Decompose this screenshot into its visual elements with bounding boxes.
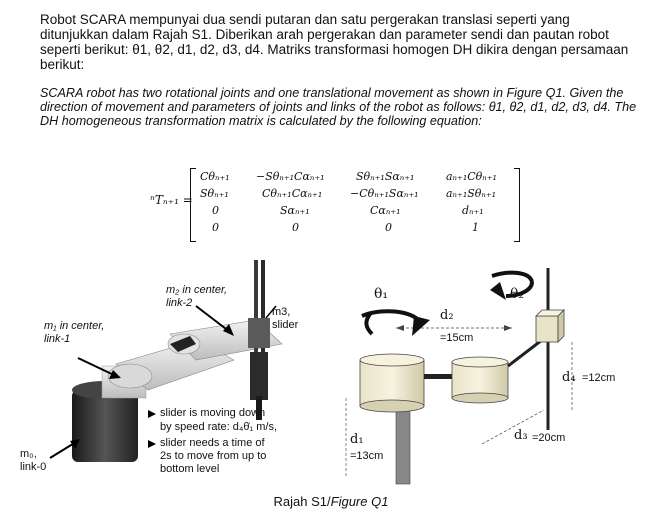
theta2-label: θ₂ bbox=[510, 286, 525, 302]
matrix-cell: aₙ₊₁Cθₙ₊₁ bbox=[446, 170, 497, 183]
matrix-cell: Cαₙ₊₁ bbox=[370, 204, 401, 217]
m3-label: m3, bbox=[272, 306, 291, 318]
figure-q1: m₂ in center, link-2 m3, slider m₁ in ce… bbox=[20, 248, 640, 488]
bullet-bottom-level: bottom level bbox=[160, 463, 220, 475]
dh-matrix-equation: ⁿTₙ₊₁ = Cθₙ₊₁ −Sθₙ₊₁Cαₙ₊₁ Sθₙ₊₁Sαₙ₊₁ aₙ₊… bbox=[150, 160, 530, 246]
link2-label: link-2 bbox=[166, 297, 193, 309]
bullet-speed-rate: by speed rate: d₄θ̇₁ m/s, bbox=[160, 421, 278, 433]
scara-robot-photo bbox=[49, 260, 573, 485]
matrix-left-bracket bbox=[190, 168, 196, 242]
theta1-label: θ₁ bbox=[374, 286, 389, 302]
d1-label: d₁ bbox=[350, 432, 364, 447]
matrix-cell: −Sθₙ₊₁Cαₙ₊₁ bbox=[256, 170, 325, 183]
bullet-move-range: 2s to move from up to bbox=[160, 450, 267, 462]
equation-lhs: ⁿTₙ₊₁ = bbox=[150, 193, 193, 207]
m0-label: m₀, bbox=[20, 448, 37, 460]
d2-label: d₂ bbox=[440, 308, 454, 323]
matrix-cell: aₙ₊₁Sθₙ₊₁ bbox=[446, 187, 497, 200]
matrix-cell: −Cθₙ₊₁Sαₙ₊₁ bbox=[350, 187, 419, 200]
matrix-cell: 0 bbox=[212, 221, 219, 234]
d4-value: =12cm bbox=[582, 372, 616, 384]
matrix-cell: Sθₙ₊₁Sαₙ₊₁ bbox=[356, 170, 415, 183]
matrix-cell: 1 bbox=[472, 221, 479, 234]
bullet-slider-time: slider needs a time of bbox=[160, 437, 265, 449]
caption-malay: Rajah S1/ bbox=[273, 494, 331, 509]
caption-english: Figure Q1 bbox=[330, 494, 389, 509]
d1-value: =13cm bbox=[350, 450, 384, 462]
m1-label: m₁ in center, bbox=[44, 320, 105, 332]
matrix-cell: Cθₙ₊₁ bbox=[200, 170, 230, 183]
d4-label: d₄ bbox=[562, 370, 576, 385]
bullet-slider-moving: slider is moving down bbox=[160, 407, 266, 419]
matrix-right-bracket bbox=[514, 168, 520, 242]
matrix-cell: dₙ₊₁ bbox=[462, 204, 484, 217]
link1-label: link-1 bbox=[44, 333, 71, 345]
figure-caption: Rajah S1/Figure Q1 bbox=[0, 494, 662, 509]
question-text-english: SCARA robot has two rotational joints an… bbox=[40, 86, 637, 128]
matrix-cell: Cθₙ₊₁Cαₙ₊₁ bbox=[262, 187, 323, 200]
d3-value: =20cm bbox=[532, 432, 566, 444]
m2-label: m₂ in center, bbox=[166, 284, 228, 296]
matrix-cell: 0 bbox=[212, 204, 219, 217]
matrix-cell: Sαₙ₊₁ bbox=[280, 204, 310, 217]
d2-value: =15cm bbox=[440, 332, 474, 344]
matrix-cell: Sθₙ₊₁ bbox=[200, 187, 229, 200]
slider-label: slider bbox=[272, 319, 299, 331]
link0-label: link-0 bbox=[20, 461, 47, 473]
question-text-malay: Robot SCARA mempunyai dua sendi putaran … bbox=[40, 12, 629, 72]
matrix-cell: 0 bbox=[292, 221, 299, 234]
d3-label: d₃ bbox=[514, 428, 528, 443]
matrix-cell: 0 bbox=[385, 221, 392, 234]
